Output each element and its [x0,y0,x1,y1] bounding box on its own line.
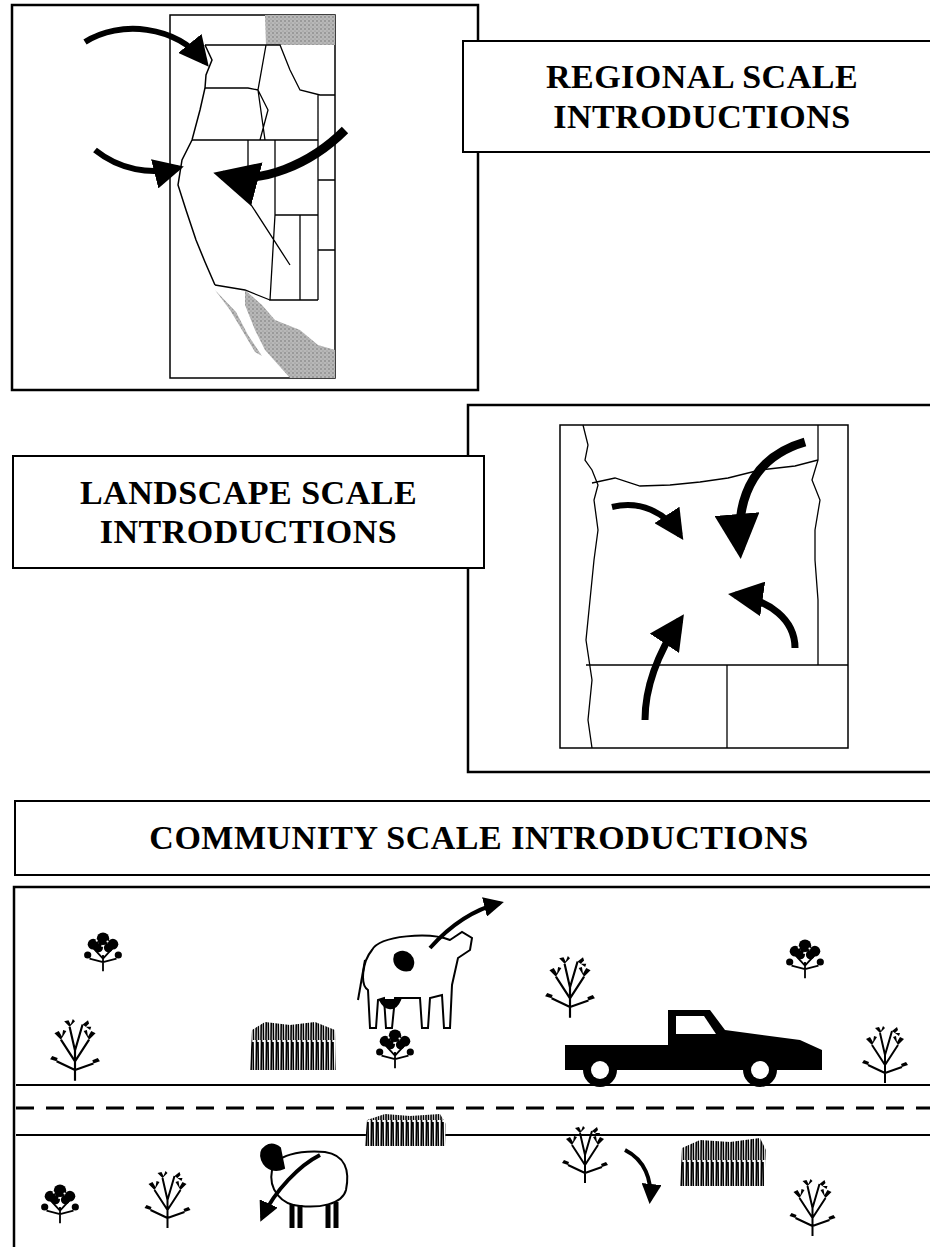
illustration-part [262,1155,320,1218]
illustration-part [743,1053,777,1087]
illustration-part [739,442,805,550]
scale-heading: COMMUNITY SCALE INTRODUCTIONS [149,818,808,857]
illustration-part [862,1026,908,1083]
illustration-part [735,595,795,648]
landscape-label-box: LANDSCAPE SCALE INTRODUCTIONS [12,455,485,569]
illustration-part [786,940,824,979]
community-arrows [262,903,650,1218]
western-us-map [170,15,335,378]
illustration-part [41,1185,79,1224]
illustration-part [394,952,413,971]
community-panel [14,887,930,1247]
illustration-part [245,290,335,378]
illustration-part [365,1114,446,1146]
illustration-part [145,1171,191,1228]
illustration-part [545,956,595,1018]
illustration-part [751,1061,769,1079]
regional-panel [12,5,478,390]
illustration-part [790,1179,836,1236]
illustration-part [430,903,500,948]
landscape-panel [468,405,930,772]
scale-heading: LANDSCAPE SCALE INTRODUCTIONS [32,473,465,551]
shrubs [41,933,908,1237]
community-label-box: COMMUNITY SCALE INTRODUCTIONS [14,800,930,876]
illustration-part [380,1000,400,1008]
illustration-part [676,1016,716,1034]
road [16,1085,930,1135]
illustration-part [562,1126,608,1183]
illustration-part [376,1030,414,1069]
illustration-part [265,15,335,45]
illustration-part [222,130,345,178]
illustration-part [726,665,727,748]
illustration-part [261,1145,284,1170]
regional-arrows [85,29,345,178]
illustration-part [178,45,215,285]
illustration-part [170,15,335,378]
illustration-part [358,960,365,1000]
illustration-part [592,460,818,486]
regional-label-box: REGIONAL SCALE INTRODUCTIONS [462,40,930,153]
illustration-part [612,505,680,535]
illustration-part [16,1085,930,1135]
illustration-part [16,1107,930,1110]
scale-heading: REGIONAL SCALE INTRODUCTIONS [488,57,916,135]
cow [358,932,472,1028]
illustration-part [560,425,848,748]
illustration-part [591,1061,609,1079]
illustration-part [50,1019,100,1081]
illustration-part [215,290,262,356]
pickup-truck [565,1010,822,1087]
illustration-part [625,1150,650,1200]
illustration-part [583,425,598,748]
sheep [261,1145,347,1228]
illustration-part [363,932,472,1028]
illustration-part [812,425,820,665]
illustration-part [85,29,205,62]
oregon-map [560,425,848,748]
illustration-part [583,1053,617,1087]
illustration-part [215,285,270,300]
illustration-part [292,1202,336,1228]
illustration-part [95,150,178,171]
illustration-part [586,664,848,665]
landscape-arrows [612,442,805,720]
illustration-part [84,933,122,972]
illustration-part [645,620,680,720]
illustration-part [680,1138,766,1186]
illustration-part [250,1022,336,1070]
